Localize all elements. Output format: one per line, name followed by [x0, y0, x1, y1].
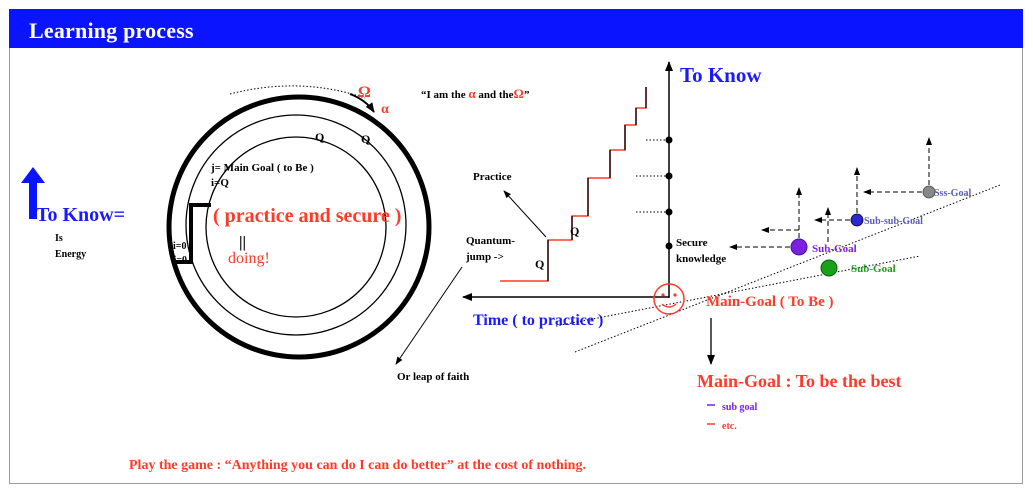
sub-goal-purple-arrows: [729, 187, 831, 250]
sub-goal-purple-label: Sub-Goal: [812, 243, 857, 255]
alpha-label: α: [381, 102, 389, 117]
diagonal-dotted-1: [574, 184, 1001, 353]
up-arrow-icon: [21, 167, 45, 219]
leap-arrow: [395, 266, 463, 365]
sub-sub-goal-label: Sub-sub-Goal: [864, 216, 923, 227]
sub-goal-purple-icon: [790, 238, 808, 256]
sss-goal-arrows: [863, 137, 932, 195]
equals-mark: ||: [239, 234, 246, 251]
to-know-equals: To Know=: [36, 204, 125, 226]
quantum-label: Quantum-: [466, 235, 515, 247]
axis-dotted-leaders: [636, 139, 669, 213]
diagonal-dotted-2: [555, 255, 921, 327]
to-know-axis-label: To Know: [680, 63, 762, 87]
sub-sub-goal-arrows: [814, 167, 860, 223]
practice-arrow: [503, 190, 547, 238]
main-goal-smiley-icon: [653, 283, 685, 315]
circle-diagram: [166, 85, 432, 360]
sss-goal-label: Sss-Goal: [934, 188, 971, 199]
black-staircase: [547, 87, 647, 281]
alpha-arrow: [349, 93, 375, 113]
doing-label: doing!: [228, 250, 270, 267]
bullet-sub-goal: sub goal: [722, 402, 758, 413]
bullet-etc: etc.: [722, 421, 737, 432]
red-staircase: [500, 87, 647, 282]
sub-sub-goal-icon: [850, 213, 864, 227]
alpha-omega-quote: “I am the α and theΩ”: [421, 86, 529, 101]
q-label-right: Q: [361, 132, 370, 146]
outer-circle: [166, 94, 432, 360]
main-goal-label: j= Main Goal ( to Be ): [210, 162, 314, 174]
sub-goal-green-icon: [820, 259, 838, 277]
axis-dots: [665, 136, 673, 250]
q-lower-label: Q: [535, 257, 544, 271]
i0-label: i=0: [173, 241, 186, 252]
is-label: Is: [55, 233, 63, 244]
q-upper-label: Q: [570, 224, 579, 238]
i-q-label: i=Q: [211, 177, 229, 189]
sss-goal-icon: [922, 185, 936, 199]
best-label: Main-Goal : To be the best: [697, 371, 902, 391]
slide-frame: [9, 9, 1023, 484]
time-axis-label: Time ( to practice ): [473, 312, 603, 329]
j0-label: j=0: [172, 255, 187, 266]
q-label-left: Q: [315, 130, 324, 144]
step-line: [172, 203, 211, 264]
omega-label: Ω: [358, 84, 371, 101]
energy-label: Energy: [55, 249, 86, 260]
inner-circle: [205, 136, 387, 318]
main-goal-label: Main-Goal ( To Be ): [706, 294, 834, 310]
sub-goal-green-label: Sub-Goal: [851, 263, 896, 275]
footer-text: Play the game : “Anything you can do I c…: [129, 458, 586, 473]
secure-label: Secure: [676, 237, 708, 249]
leap-label: Or leap of faith: [397, 371, 469, 383]
knowledge-label: knowledge: [676, 253, 726, 265]
practice-label: Practice: [473, 171, 512, 183]
slide-title: Learning process: [29, 18, 194, 43]
title-bar: Learning process: [9, 9, 1023, 48]
middle-circle: [185, 114, 407, 336]
jump-label: jump ->: [465, 251, 504, 263]
practice-secure-label: ( practice and secure ): [213, 205, 401, 227]
